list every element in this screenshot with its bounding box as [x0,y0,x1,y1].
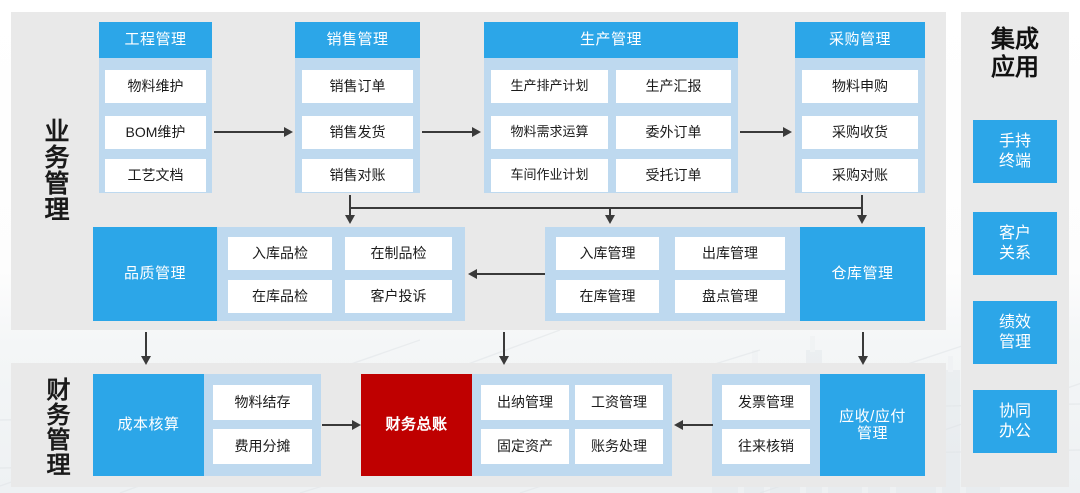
integrated-apps-title: 集成 应用 [991,26,1039,81]
arrowhead-sales-to-production [472,127,481,137]
connector-bus-row1-to-row2 [350,207,862,209]
cell-stock-inspection[interactable]: 在库品检 [228,280,332,313]
cell-outsourcing-order[interactable]: 委外订单 [616,116,731,149]
arrowhead-quality-to-cost [141,356,151,365]
cell-payroll-management[interactable]: 工资管理 [575,385,663,420]
connector-warehouse-to-quality [477,273,545,275]
card-receivable-payable-title[interactable]: 应收/应付 管理 [820,374,925,476]
cell-fixed-assets[interactable]: 固定资产 [481,429,569,464]
cell-accounting-processing[interactable]: 账务处理 [575,429,663,464]
card-production-title[interactable]: 生产管理 [484,22,738,58]
card-quality-title[interactable]: 品质管理 [93,227,217,321]
finance-management-label: 财务管理 [42,377,69,477]
sidebar-button-performance[interactable]: 绩效 管理 [973,301,1057,364]
arrowhead-receivable-to-ledger [674,420,683,430]
arrowhead-production-to-purchase [783,127,792,137]
cell-sales-delivery[interactable]: 销售发货 [302,116,413,149]
connector-engineering-to-sales [214,131,284,133]
cell-purchase-reconciliation[interactable]: 采购对账 [802,159,918,192]
cell-production-report[interactable]: 生产汇报 [616,70,731,103]
cell-purchase-receipt[interactable]: 采购收货 [802,116,918,149]
sidebar-button-crm[interactable]: 客户 关系 [973,212,1057,275]
cell-expense-allocation[interactable]: 费用分摊 [213,429,312,464]
connector-receivable-to-ledger [683,424,713,426]
cell-bom-maintenance[interactable]: BOM维护 [105,116,206,149]
card-sales-title[interactable]: 销售管理 [295,22,420,58]
cell-stock-management[interactable]: 在库管理 [556,280,659,313]
cell-material-balance[interactable]: 物料结存 [213,385,312,420]
cell-cashier-management[interactable]: 出纳管理 [481,385,569,420]
cell-entrusted-order[interactable]: 受托订单 [616,159,731,192]
arrowhead-cost-to-ledger [352,420,361,430]
connector-warehouse-to-receivable [862,332,864,360]
card-engineering-title[interactable]: 工程管理 [99,22,212,58]
arrowhead-production-drop [605,215,615,224]
arrowhead-engineering-to-sales [284,127,293,137]
arrowhead-warehouse-to-ledger [499,356,509,365]
cell-invoice-management[interactable]: 发票管理 [722,385,810,420]
cell-production-schedule[interactable]: 生产排产计划 [491,70,608,103]
card-general-ledger-title[interactable]: 财务总账 [361,374,472,476]
cell-wip-inspection[interactable]: 在制品检 [345,237,452,270]
cell-process-document[interactable]: 工艺文档 [105,159,206,192]
card-warehouse-title[interactable]: 仓库管理 [800,227,925,321]
cell-stocktake-management[interactable]: 盘点管理 [675,280,785,313]
card-cost-accounting-title[interactable]: 成本核算 [93,374,204,476]
arrowhead-warehouse-to-receivable [858,356,868,365]
arrowhead-purchase-drop [857,215,867,224]
cell-sales-reconciliation[interactable]: 销售对账 [302,159,413,192]
business-management-label: 业务管理 [41,118,69,222]
connector-production-drop [609,207,611,219]
cell-material-maintenance[interactable]: 物料维护 [105,70,206,103]
arrowhead-warehouse-to-quality [468,269,477,279]
sidebar-button-handheld[interactable]: 手持 终端 [973,120,1057,183]
connector-sales-drop [349,195,351,217]
cell-inbound-inspection[interactable]: 入库品检 [228,237,332,270]
connector-production-to-purchase [740,131,783,133]
cell-mrp[interactable]: 物料需求运算 [491,116,608,149]
sidebar-button-collaboration[interactable]: 协同 办公 [973,390,1057,453]
cell-workshop-plan[interactable]: 车间作业计划 [491,159,608,192]
connector-cost-to-ledger [322,424,352,426]
cell-outbound-management[interactable]: 出库管理 [675,237,785,270]
cell-ar-ap-settlement[interactable]: 往来核销 [722,429,810,464]
cell-customer-complaint[interactable]: 客户投诉 [345,280,452,313]
card-purchase-title[interactable]: 采购管理 [795,22,925,58]
connector-quality-to-cost [145,332,147,360]
connector-purchase-drop [861,195,863,219]
cell-inbound-management[interactable]: 入库管理 [556,237,659,270]
connector-warehouse-to-ledger [503,332,505,360]
connector-sales-to-production [422,131,472,133]
cell-sales-order[interactable]: 销售订单 [302,70,413,103]
cell-material-requisition[interactable]: 物料申购 [802,70,918,103]
arrowhead-sales-drop [345,215,355,224]
